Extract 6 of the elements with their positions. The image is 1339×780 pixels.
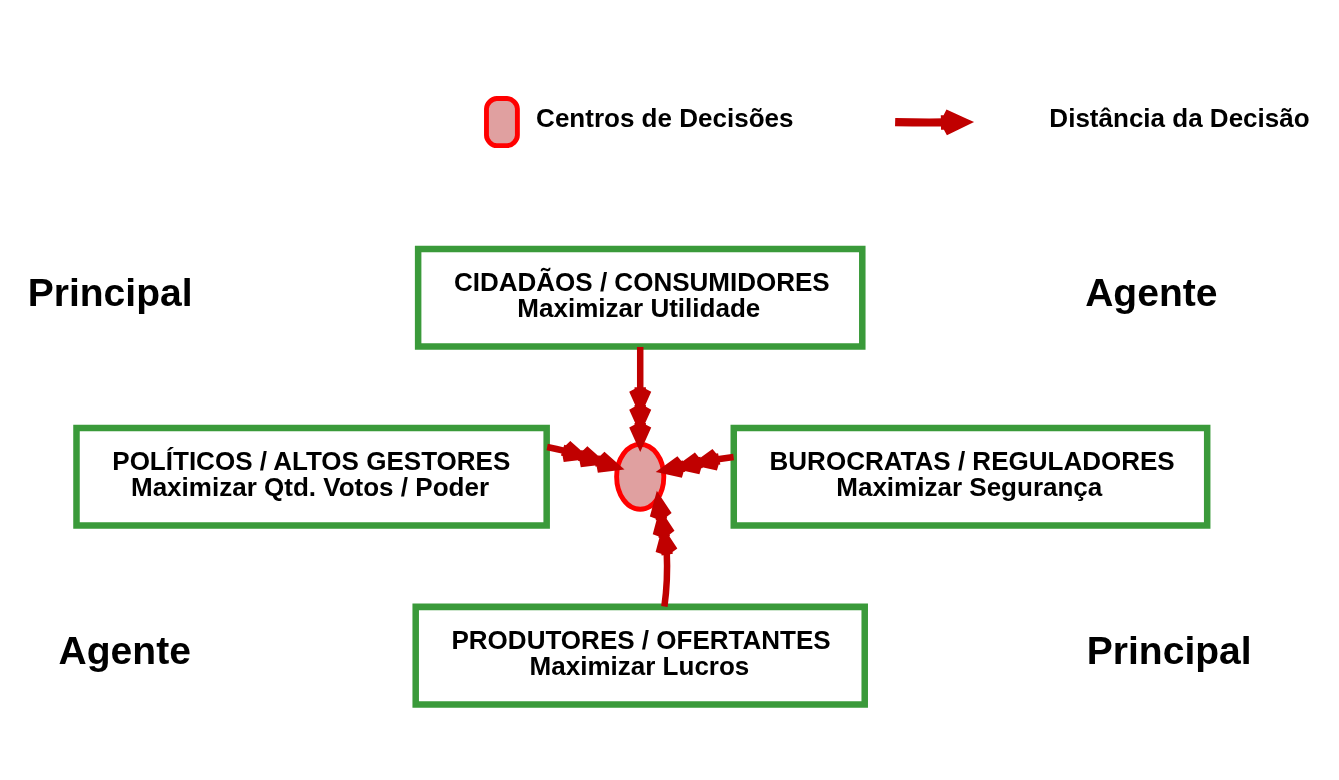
label: Agente bbox=[58, 628, 191, 672]
label: Principal bbox=[1086, 628, 1252, 672]
label: Agente bbox=[1085, 270, 1218, 314]
legend-label: Distância da Decisão bbox=[1049, 102, 1310, 133]
label: Principal bbox=[27, 270, 193, 314]
legend-label: Centros de Decisões bbox=[536, 102, 794, 133]
